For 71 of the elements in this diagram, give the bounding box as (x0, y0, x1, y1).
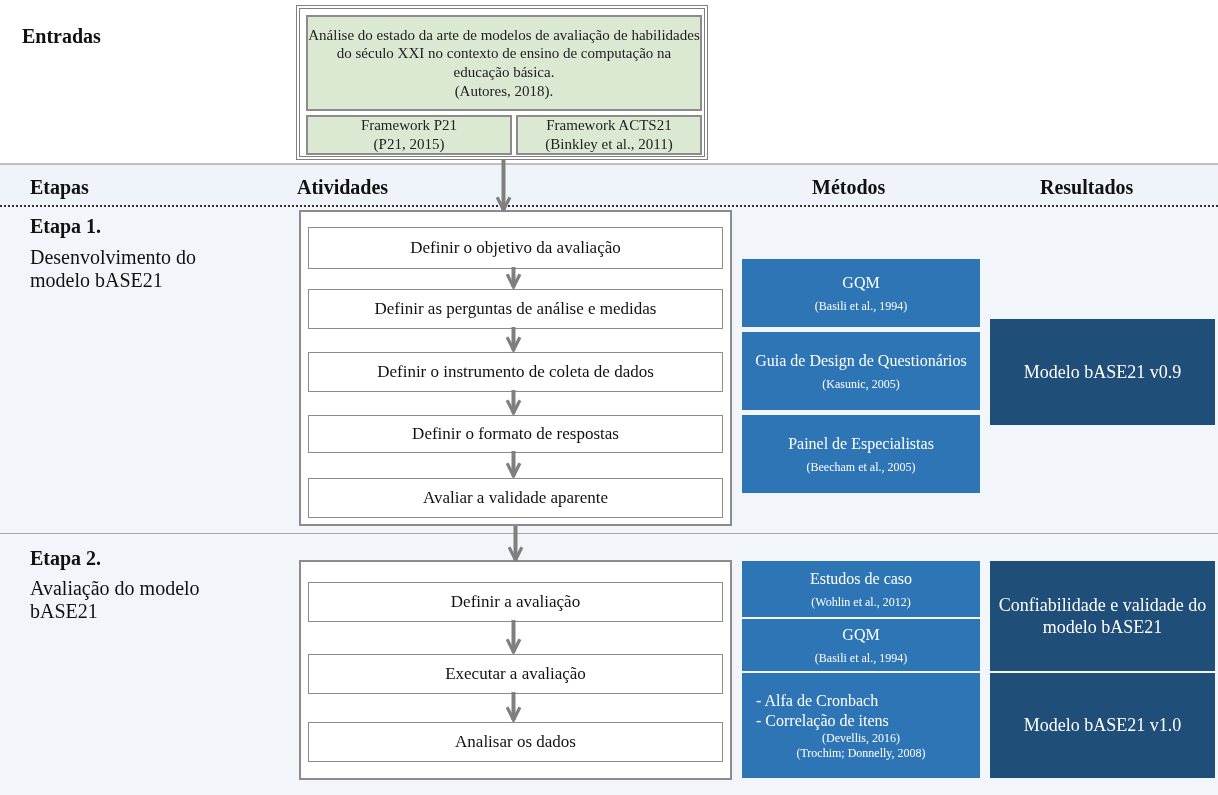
section-heading: Etapa 1. (30, 215, 102, 238)
arrow (505, 620, 522, 654)
box-text: Framework ACTS21 (546, 116, 672, 135)
method-box (742, 619, 980, 671)
box-text: Definir as perguntas de análise e medidas (374, 298, 657, 320)
arrow (507, 526, 524, 562)
section-heading: Métodos (812, 176, 886, 199)
container-box (296, 5, 708, 160)
citation-text: (Trochim; Donnelly, 2008) (796, 745, 926, 761)
box-text: Modelo bASE21 v0.9 (1023, 360, 1182, 384)
box-text: Executar a avaliação (445, 663, 586, 685)
box-text: Painel de Especialistas (788, 433, 934, 454)
box-text: Guia de Design de Questionários (755, 350, 967, 371)
citation-text: (Beecham et al., 2005) (806, 459, 916, 475)
box-text: Modelo bASE21 v1.0 (1023, 714, 1182, 737)
result-box (990, 561, 1215, 671)
method-box (742, 259, 980, 327)
box-text: Definir a avaliação (450, 591, 581, 613)
box-text: Confiabilidade e validade do modelo bASE21 (997, 593, 1208, 639)
process-box (308, 352, 723, 392)
method-box (742, 673, 980, 778)
arrow (505, 692, 522, 722)
section-heading: Etapa 2. (30, 547, 102, 570)
process-box (308, 289, 723, 329)
container-box (299, 560, 732, 780)
method-box (742, 561, 980, 617)
container-box (299, 210, 732, 526)
citation-text: (Basili et al., 1994) (814, 298, 908, 314)
box-text: Definir o instrumento de coleta de dados (377, 361, 654, 383)
section-heading: Entradas (22, 25, 101, 48)
citation-text: (Binkley et al., 2011) (545, 135, 673, 154)
arrow (505, 390, 522, 415)
citation-text: (Basili et al., 1994) (814, 650, 908, 666)
process-box (308, 582, 723, 622)
method-box (742, 415, 980, 493)
arrow (505, 267, 522, 289)
method-box (742, 332, 980, 410)
box-text: Framework P21 (360, 116, 458, 135)
box-text: Análise do estado da arte de modelos de avaliação de habilidades do século XXI no contexto de ensino de computação na educação básica. (308, 25, 700, 82)
process-box (308, 722, 723, 762)
citation-text: (Autores, 2018). (454, 81, 554, 101)
section-heading: Etapas (30, 176, 89, 199)
box-text: Definir o objetivo da avaliação (410, 237, 621, 259)
input-box (306, 115, 512, 155)
result-box (990, 673, 1215, 778)
box-text: GQM (842, 624, 880, 645)
process-box (308, 478, 723, 518)
process-box (308, 227, 723, 269)
citation-text: (P21, 2015) (373, 135, 445, 154)
input-box (516, 115, 702, 155)
process-box (308, 654, 723, 694)
process-box (308, 415, 723, 453)
stage-title: Avaliação do modelo bASE21 (30, 577, 201, 623)
box-text: Estudos de caso (809, 568, 913, 589)
citation-text: (Kasunic, 2005) (822, 376, 900, 392)
input-box (306, 15, 702, 111)
box-text: Avaliar a validade aparente (422, 487, 609, 509)
section-heading: Atividades (297, 176, 389, 199)
arrow (495, 160, 512, 212)
box-text: - Correlação de itens (755, 710, 889, 731)
section-heading: Resultados (1040, 176, 1134, 199)
arrow (505, 327, 522, 352)
citation-text: (Wohlin et al., 2012) (811, 594, 911, 610)
arrow (505, 451, 522, 478)
box-text: - Alfa de Cronbach (755, 690, 879, 711)
box-text: Definir o formato de respostas (412, 423, 619, 445)
stage-title: Desenvolvimento do modelo bASE21 (30, 246, 198, 292)
citation-text: (Devellis, 2016) (822, 730, 900, 746)
box-text: Analisar os dados (455, 731, 576, 753)
result-box (990, 319, 1215, 425)
box-text: GQM (842, 272, 880, 293)
